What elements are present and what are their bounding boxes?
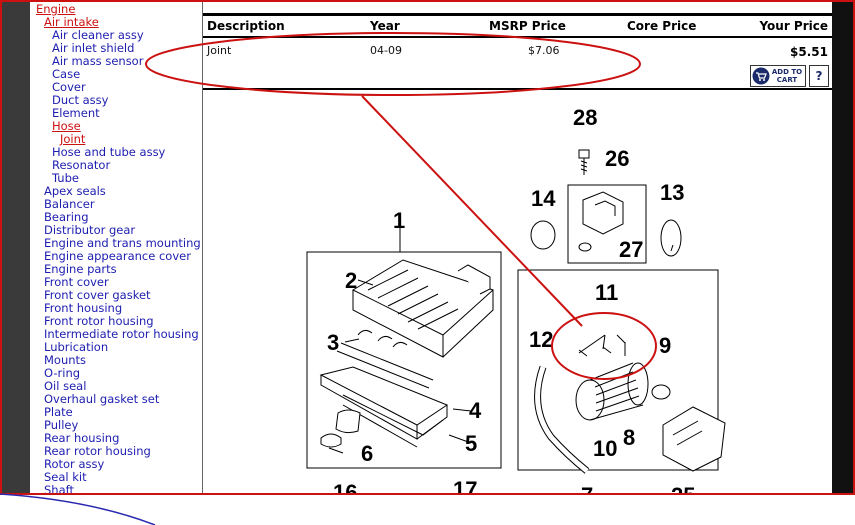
callout-10: 10 (593, 436, 617, 461)
part-your-price: $5.51 (790, 45, 828, 59)
add-to-cart-button[interactable]: ADD TO CART (750, 65, 806, 87)
sidebar-item-shaft[interactable]: Shaft (44, 483, 74, 496)
col-core: Core Price (627, 19, 697, 33)
callout-7: 7 (581, 483, 593, 495)
part-year: 04-09 (370, 44, 402, 57)
callout-6: 6 (361, 441, 373, 466)
callout-11: 11 (595, 280, 618, 305)
callout-14: 14 (531, 186, 556, 211)
callout-25: 25 (671, 483, 695, 495)
row-divider (203, 88, 832, 90)
help-icon: ? (815, 69, 823, 83)
add-to-cart-label: ADD TO CART (771, 68, 803, 84)
callout-16: 16 (333, 480, 357, 495)
left-gutter (0, 0, 30, 495)
callout-26: 26 (605, 146, 629, 171)
callout-5: 5 (465, 431, 477, 456)
exploded-parts-diagram: 1 2 3 4 5 6 8 9 10 11 12 13 14 16 17 25 … (306, 105, 726, 495)
col-year: Year (370, 19, 400, 33)
col-description: Description (207, 19, 285, 33)
part-msrp: $7.06 (528, 44, 560, 57)
part-description: Joint (207, 44, 232, 57)
callout-4: 4 (469, 398, 482, 423)
callout-1: 1 (393, 208, 405, 233)
help-button[interactable]: ? (809, 65, 829, 87)
callout-3: 3 (327, 330, 339, 355)
col-your-price: Your Price (759, 19, 828, 33)
parts-table-header: Description Year MSRP Price Core Price Y… (203, 13, 832, 38)
parts-panel: Description Year MSRP Price Core Price Y… (203, 0, 832, 495)
callout-8: 8 (623, 425, 635, 450)
callout-27: 27 (619, 237, 643, 262)
col-msrp: MSRP Price (489, 19, 566, 33)
callout-17: 17 (453, 477, 477, 495)
cart-icon (752, 67, 770, 85)
callout-9: 9 (659, 333, 671, 358)
blue-scribble (0, 493, 156, 525)
callout-2: 2 (345, 268, 357, 293)
callout-28: 28 (573, 105, 597, 130)
callout-13: 13 (660, 180, 684, 205)
right-gutter (832, 0, 855, 495)
callout-12: 12 (529, 327, 553, 352)
